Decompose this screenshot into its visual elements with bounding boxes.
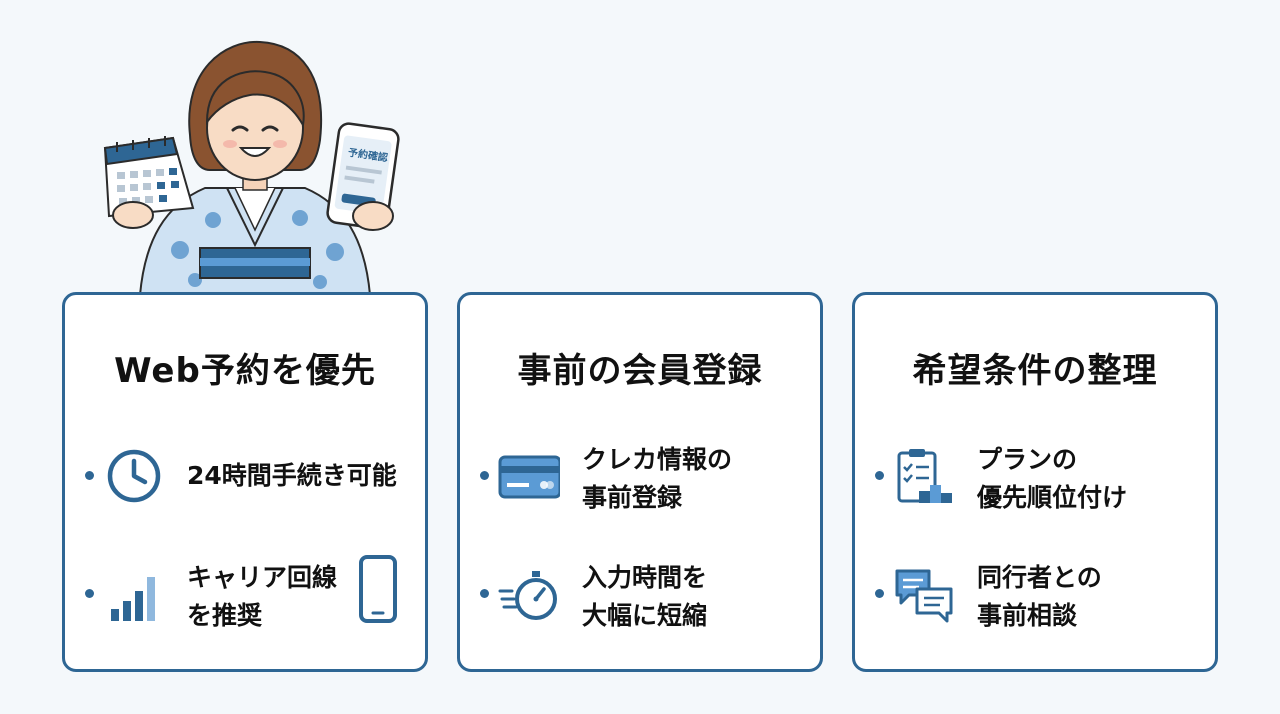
bullet-dot (85, 471, 94, 480)
row-text: プランの 優先順位付け (977, 445, 1128, 512)
card-organize-preferences: 希望条件の整理 プランの 優先順位付け (852, 292, 1218, 672)
woman-illustration: 予約確認 (103, 40, 400, 295)
stopwatch-icon (498, 571, 557, 620)
bullet-dot (480, 589, 489, 598)
phone-illustration: 予約確認 (326, 122, 400, 231)
clipboard-ranking-icon (897, 449, 952, 503)
bullet-dot (875, 471, 884, 480)
signal-bars-icon (111, 577, 155, 621)
card-title: 事前の会員登録 (517, 351, 763, 391)
card-pre-registration: 事前の会員登録 クレカ情報の 事前登録 (457, 292, 823, 672)
list-item: クレカ情報の 事前登録 (460, 435, 820, 515)
list-item: キャリア回線 を推奨 (65, 553, 425, 633)
card-title: Web予約を優先 (114, 351, 376, 391)
row-text: 入力時間を 大幅に短縮 (582, 563, 708, 630)
list-item: プランの 優先順位付け (855, 435, 1215, 515)
list-item: 24時間手続き可能 (65, 435, 425, 515)
chat-bubbles-icon (895, 569, 953, 623)
row-text: 同行者との 事前相談 (977, 563, 1102, 630)
card-web-reservation: Web予約を優先 24時間手続き可能 キャリア回線 を推奨 (62, 292, 428, 672)
bullet-dot (875, 589, 884, 598)
row-text: 24時間手続き可能 (187, 461, 397, 490)
credit-card-icon (498, 455, 560, 499)
list-item: 入力時間を 大幅に短縮 (460, 553, 820, 633)
card-title: 希望条件の整理 (912, 351, 1158, 391)
bullet-dot (480, 471, 489, 480)
bullet-dot (85, 589, 94, 598)
smartphone-icon (359, 555, 397, 623)
row-text: クレカ情報の 事前登録 (582, 445, 733, 512)
row-text: キャリア回線 を推奨 (187, 563, 338, 630)
clock-icon (107, 449, 161, 503)
list-item: 同行者との 事前相談 (855, 553, 1215, 633)
calendar-icon (103, 136, 195, 229)
